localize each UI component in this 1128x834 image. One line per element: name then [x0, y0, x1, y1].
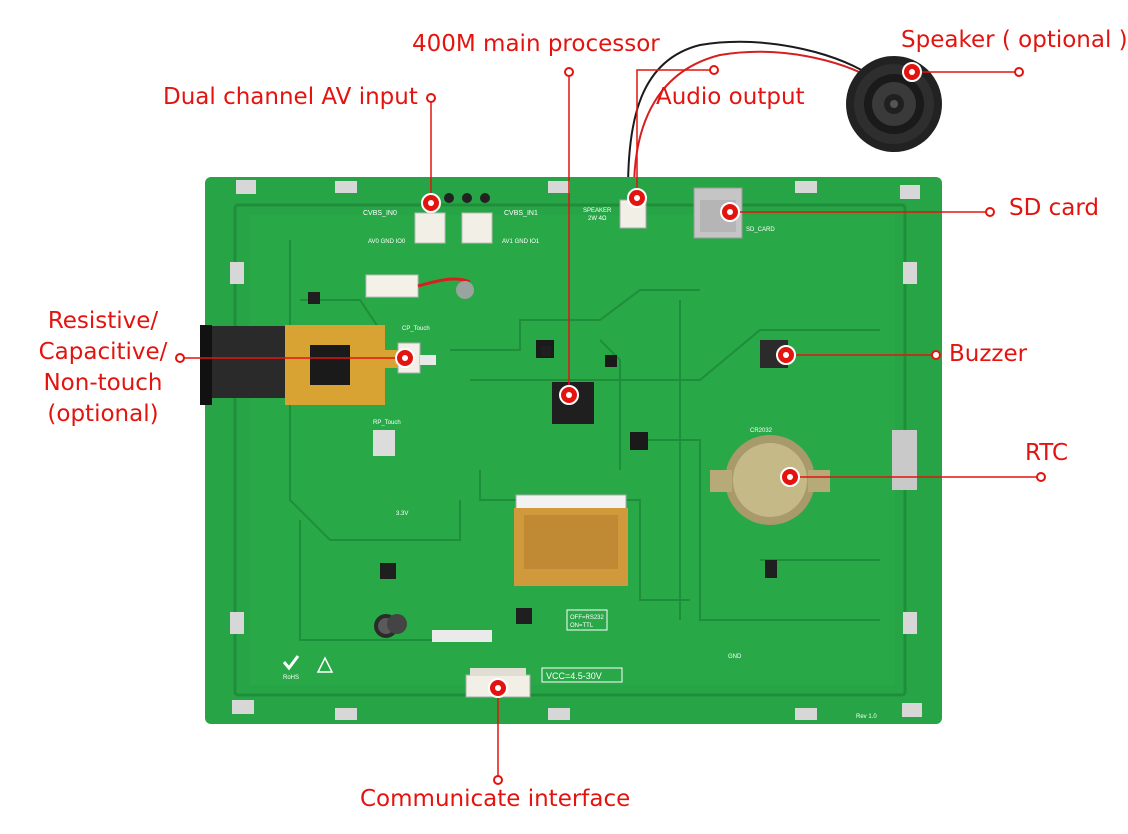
speaker-wire-red: [633, 50, 876, 191]
label-end-rings: [175, 65, 1046, 785]
silk-av1: AV1 GND IO1: [502, 239, 540, 245]
silk-cr2032: CR2032: [750, 428, 773, 434]
label-touch: Resistive/ Capacitive/ Non-touch (option…: [28, 306, 178, 430]
label-rtc: RTC: [1025, 440, 1069, 466]
connector-j8: [365, 274, 419, 298]
silk-revision: Rev 1.0: [856, 714, 877, 720]
silk-3v3: 3.3V: [396, 511, 408, 517]
silk-av0: AV0 GND IO0: [368, 239, 406, 245]
main-processor: [536, 340, 648, 450]
label-main-processor: 400M main processor: [412, 31, 660, 57]
silk-rohs: RoHS: [283, 675, 299, 681]
rohs-logo-icon: [282, 655, 334, 673]
pcb-traces: [289, 240, 880, 641]
silkscreen-text: CVBS_IN0 CVBS_IN1 AV0 GND IO0 AV1 GND IO…: [283, 208, 877, 720]
label-sd-card: SD card: [1009, 195, 1100, 221]
silk-rp-touch: RP_Touch: [373, 420, 401, 426]
label-touch-line4: (optional): [47, 401, 159, 427]
pcb-board: [200, 177, 942, 724]
label-touch-line3: Non-touch: [43, 370, 163, 396]
silk-ttl-2: ON=TTL: [570, 623, 594, 629]
misc-components: [308, 292, 777, 624]
silk-ttl-1: OFF=RS232: [570, 615, 605, 621]
silk-cp-touch: CP_Touch: [402, 326, 430, 332]
rp-touch-connector: [373, 430, 395, 456]
silk-speaker-spec: 2W 4Ω: [588, 216, 607, 222]
speaker-icon: [846, 56, 942, 152]
label-communicate-interface: Communicate interface: [360, 786, 631, 812]
silk-voltage: VCC=4.5-30V: [546, 671, 602, 681]
silk-sd-card: SD_CARD: [746, 227, 775, 233]
silk-cvbs-in0: CVBS_IN0: [363, 210, 397, 217]
label-touch-line2: Capacitive/: [38, 339, 168, 365]
label-touch-line1: Resistive/: [47, 308, 159, 334]
silk-speaker: SPEAKER: [583, 208, 612, 214]
label-audio-output: Audio output: [656, 84, 805, 110]
silk-cvbs-in1: CVBS_IN1: [504, 210, 538, 217]
marker-dots: [395, 62, 922, 698]
av-connectors: [414, 193, 493, 244]
label-buzzer: Buzzer: [949, 341, 1028, 367]
speaker-wire-black: [627, 40, 871, 191]
lcd-flex-cable: [514, 494, 628, 586]
rtc-battery: [710, 435, 830, 525]
leader-lines: [180, 69, 1041, 780]
label-av-input: Dual channel AV input: [163, 84, 418, 110]
label-speaker: Speaker ( optional ): [901, 27, 1128, 53]
silk-gnd: GND: [728, 654, 742, 660]
cp-touch-flex: [212, 325, 436, 405]
